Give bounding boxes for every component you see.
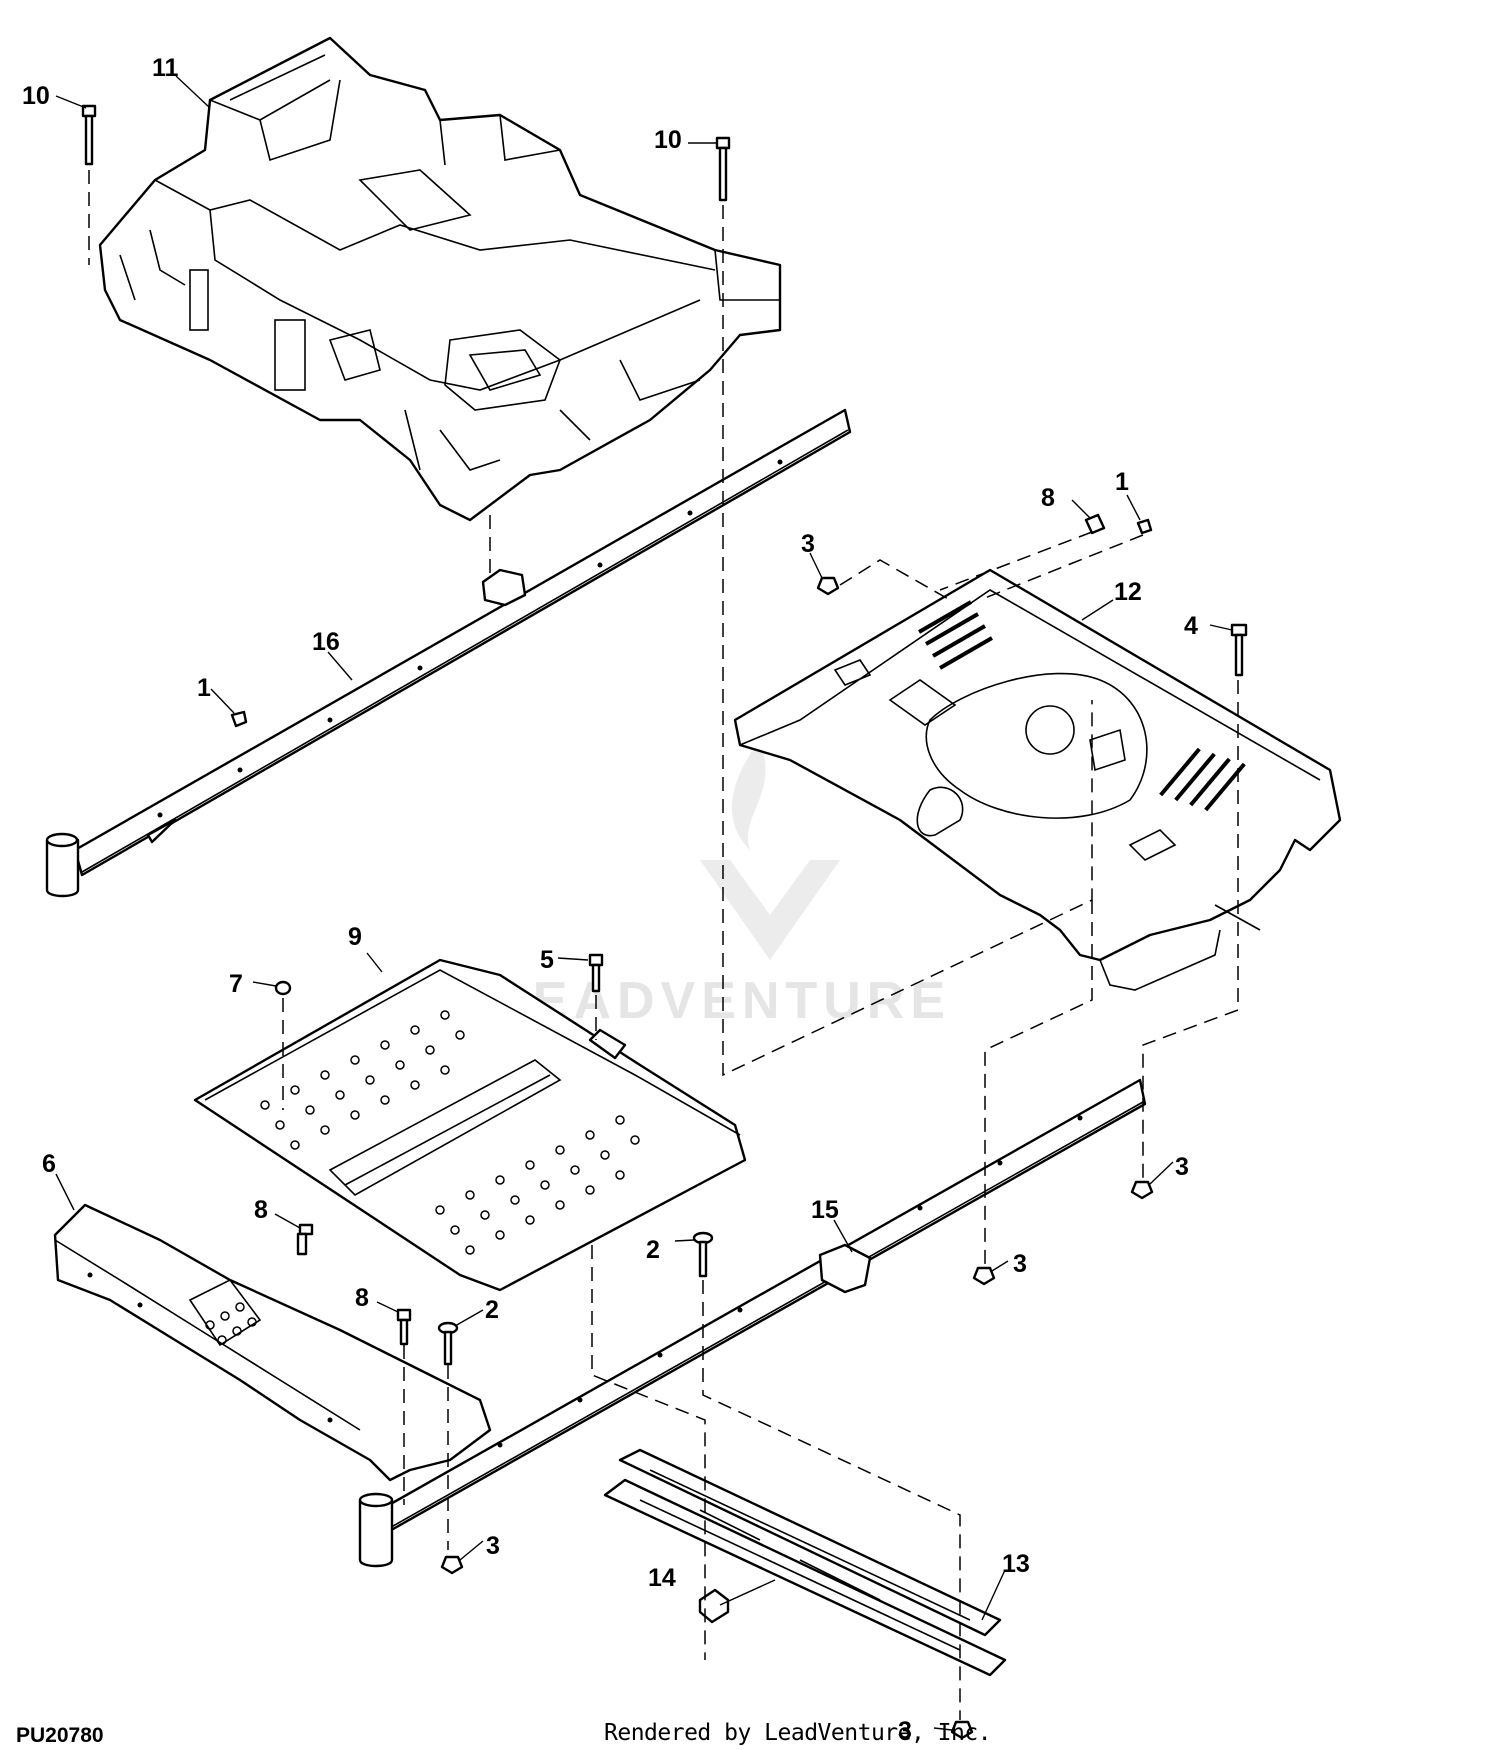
- bolt-10-left: [81, 104, 97, 166]
- callout-1-left: 1: [197, 674, 211, 702]
- part-12-plate: [733, 568, 1342, 991]
- callout-7: 7: [229, 970, 243, 998]
- callout-14: 14: [648, 1564, 676, 1592]
- callout-3-top: 3: [801, 530, 815, 558]
- callout-11: 11: [152, 54, 179, 82]
- leader-lines: [55, 75, 1233, 1731]
- callout-8-left: 8: [254, 1196, 268, 1224]
- callout-2-left: 2: [485, 1296, 499, 1324]
- callout-4: 4: [1184, 612, 1198, 640]
- nut-3-top: [816, 576, 840, 596]
- figure-id: PU20780: [16, 1724, 104, 1747]
- callout-6: 6: [42, 1150, 56, 1178]
- callout-3-mid: 3: [1013, 1250, 1027, 1278]
- callout-15: 15: [811, 1196, 839, 1224]
- plug-7: [274, 980, 292, 996]
- callout-13: 13: [1002, 1550, 1030, 1578]
- bolt-8-lower: [396, 1308, 412, 1346]
- part-16-rail: [45, 408, 852, 898]
- part-9-mat: [193, 958, 747, 1292]
- callout-9: 9: [348, 923, 362, 951]
- callout-10-right: 10: [654, 126, 682, 154]
- fasteners: [81, 104, 1248, 1740]
- nut-3-mid: [972, 1266, 996, 1286]
- bolt-2-right: [692, 1231, 714, 1278]
- nut-3-bottom: [950, 1720, 974, 1740]
- callout-1-top: 1: [1115, 468, 1129, 496]
- part-6-bracket: [53, 1203, 492, 1482]
- screw-1-left: [230, 710, 248, 728]
- render-credit: Rendered by LeadVenture, Inc.: [604, 1720, 992, 1746]
- callout-16: 16: [312, 628, 340, 656]
- callout-10-left: 10: [22, 82, 50, 110]
- callout-8-lower: 8: [355, 1284, 369, 1312]
- nut-3-left: [440, 1555, 464, 1575]
- part-11-frame: [98, 36, 782, 522]
- nut-3-right: [1130, 1180, 1154, 1200]
- callout-3-bottom: 3: [898, 1717, 912, 1745]
- callout-12: 12: [1114, 578, 1142, 606]
- bolt-4: [1230, 623, 1248, 677]
- callout-2-right: 2: [646, 1236, 660, 1264]
- bolt-5: [588, 953, 604, 993]
- part-13-slides: [603, 1448, 1007, 1677]
- bolt-10-right: [715, 136, 731, 202]
- bolt-2-left: [437, 1321, 459, 1366]
- bolt-8-top: [1084, 513, 1106, 535]
- callout-3-right: 3: [1175, 1153, 1189, 1181]
- callout-8-top: 8: [1041, 484, 1055, 512]
- callout-5: 5: [540, 946, 554, 974]
- screw-1-top: [1136, 518, 1153, 535]
- bolt-8-left: [296, 1223, 314, 1256]
- part-14-clip: [698, 1579, 776, 1624]
- callouts: 10 11 10 8 1 3 12 4 16 1 9 5 7 6 8 8 2 2…: [22, 54, 1198, 1745]
- callout-3-left: 3: [486, 1532, 500, 1560]
- alignment-lines: [88, 170, 1239, 1720]
- part-15-rail: [358, 1078, 1147, 1568]
